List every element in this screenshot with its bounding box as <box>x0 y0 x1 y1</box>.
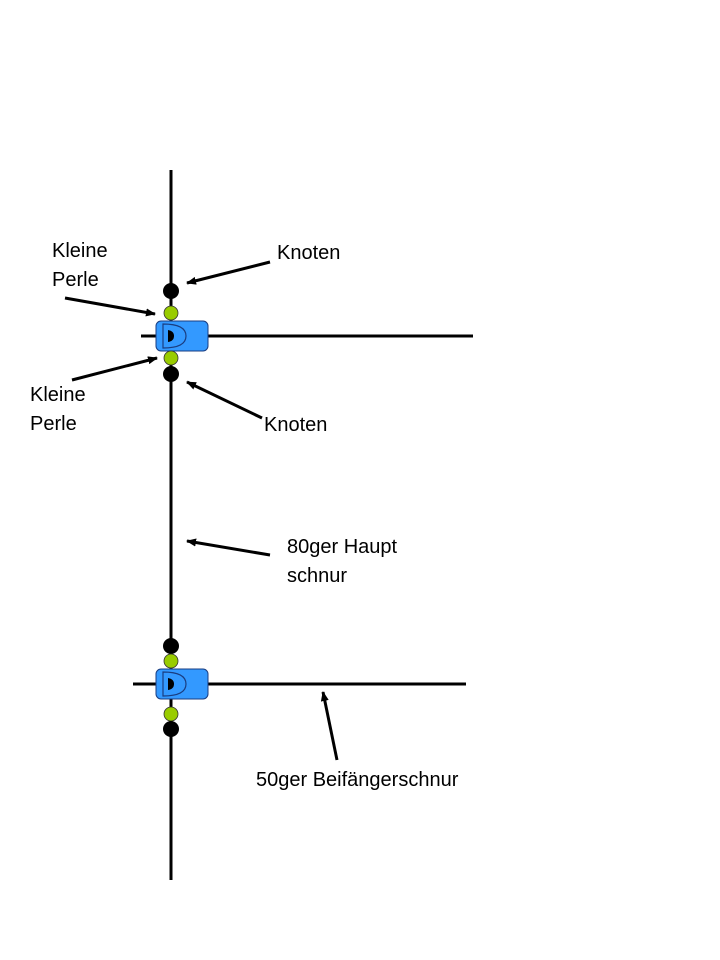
arrow-bead-bottom <box>71 356 158 382</box>
bead <box>163 653 179 669</box>
knot <box>163 366 179 382</box>
label-bead-top-2: Perle <box>52 269 99 291</box>
knot <box>163 283 179 299</box>
arrow-knot-top <box>186 260 271 285</box>
label-dropper-line: 50ger Beifängerschnur <box>256 769 459 791</box>
arrow-main-line <box>186 538 271 557</box>
bead <box>163 706 179 722</box>
bead <box>163 305 179 321</box>
label-bead-bottom-2: Perle <box>30 413 77 435</box>
bead <box>163 350 179 366</box>
arrow-dropper-line <box>320 691 339 761</box>
label-main-line-1: 80ger Haupt <box>287 536 398 558</box>
label-knot-bottom: Knoten <box>264 414 327 436</box>
arrow-bead-top <box>64 296 156 317</box>
label-bead-top-1: Kleine <box>52 240 108 262</box>
knot <box>163 721 179 737</box>
label-main-line-2: schnur <box>287 565 347 587</box>
label-bead-bottom-1: Kleine <box>30 384 86 406</box>
swivel-top <box>155 320 209 352</box>
arrow-knot-bottom <box>186 380 263 420</box>
label-knot-top: Knoten <box>277 242 340 264</box>
swivel-bottom <box>155 668 209 700</box>
knot <box>163 638 179 654</box>
